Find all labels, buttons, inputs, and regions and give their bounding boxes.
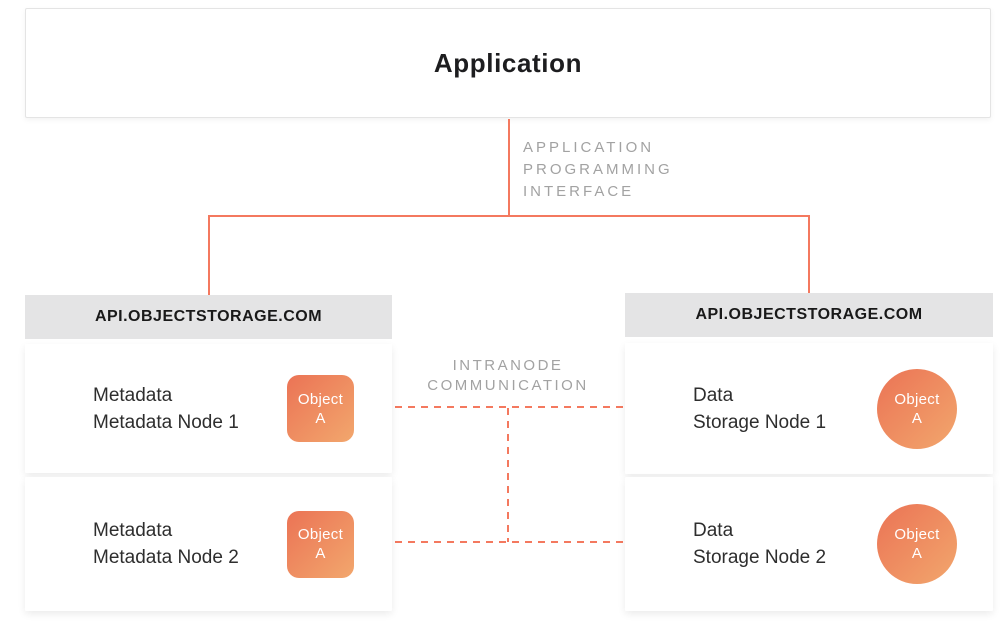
object-badge-label: Object bbox=[297, 390, 344, 408]
metadata-node-1-label: Metadata Metadata Node 1 bbox=[93, 382, 239, 436]
object-badge-label: Object bbox=[297, 526, 344, 543]
dashed-line-node2 bbox=[395, 541, 624, 543]
connector-right-vertical-line bbox=[808, 215, 810, 293]
dashed-line-vertical bbox=[507, 408, 509, 542]
left-panel-header-label: API.OBJECTSTORAGE.COM bbox=[94, 308, 323, 325]
object-badge-sublabel: A bbox=[911, 409, 923, 427]
right-panel-header-label: API.OBJECTSTORAGE.COM bbox=[695, 306, 923, 323]
connector-horizontal-line bbox=[208, 215, 810, 217]
node-title: Data bbox=[693, 384, 734, 406]
data-storage-node-2-label: Data Storage Node 2 bbox=[693, 517, 826, 571]
data-storage-node-1-label: Data Storage Node 1 bbox=[693, 382, 826, 436]
object-a-badge-square: Object A bbox=[287, 510, 354, 578]
connector-left-vertical-line bbox=[208, 215, 210, 295]
object-badge-sublabel: A bbox=[911, 545, 923, 562]
left-panel-header: API.OBJECTSTORAGE.COM bbox=[25, 295, 392, 339]
node-subtitle: Metadata Node 2 bbox=[93, 547, 239, 568]
dashed-line-node1 bbox=[395, 406, 624, 408]
object-badge-sublabel: A bbox=[315, 409, 326, 427]
node-title: Data bbox=[693, 520, 734, 541]
intranode-label-line-2: COMMUNICATION bbox=[427, 377, 589, 394]
right-panel-header: API.OBJECTSTORAGE.COM bbox=[625, 293, 993, 337]
object-a-badge-circle: Object A bbox=[877, 368, 957, 449]
api-label-line-3: INTERFACE bbox=[523, 183, 635, 200]
data-storage-node-1-card: Data Storage Node 1 Object A bbox=[625, 343, 993, 474]
application-title: Application bbox=[433, 47, 583, 78]
node-subtitle: Storage Node 1 bbox=[693, 411, 827, 433]
object-a-badge-square: Object A bbox=[287, 375, 354, 442]
metadata-node-2-label: Metadata Metadata Node 2 bbox=[93, 517, 239, 571]
api-label-line-1: APPLICATION bbox=[523, 139, 655, 156]
object-badge-sublabel: A bbox=[315, 545, 326, 562]
node-title: Metadata bbox=[93, 520, 173, 541]
metadata-node-2-card: Metadata Metadata Node 2 Object A bbox=[25, 477, 392, 611]
application-box: Application bbox=[25, 8, 991, 118]
data-storage-node-2-card: Data Storage Node 2 Object A bbox=[625, 477, 993, 611]
object-a-badge-circle: Object A bbox=[877, 504, 957, 584]
metadata-node-1-card: Metadata Metadata Node 1 Object A bbox=[25, 344, 392, 473]
api-label-line-2: PROGRAMMING bbox=[523, 161, 673, 178]
object-badge-label: Object bbox=[894, 390, 940, 408]
connector-app-vertical-line bbox=[508, 119, 510, 216]
node-subtitle: Storage Node 2 bbox=[693, 547, 827, 568]
intranode-communication-label: INTRANODE COMMUNICATION bbox=[393, 356, 623, 396]
node-title: Metadata bbox=[93, 384, 173, 406]
object-badge-label: Object bbox=[894, 526, 940, 543]
intranode-label-line-1: INTRANODE bbox=[452, 357, 564, 374]
api-connector-label: APPLICATION PROGRAMMING INTERFACE bbox=[523, 137, 673, 203]
node-subtitle: Metadata Node 1 bbox=[93, 411, 239, 433]
